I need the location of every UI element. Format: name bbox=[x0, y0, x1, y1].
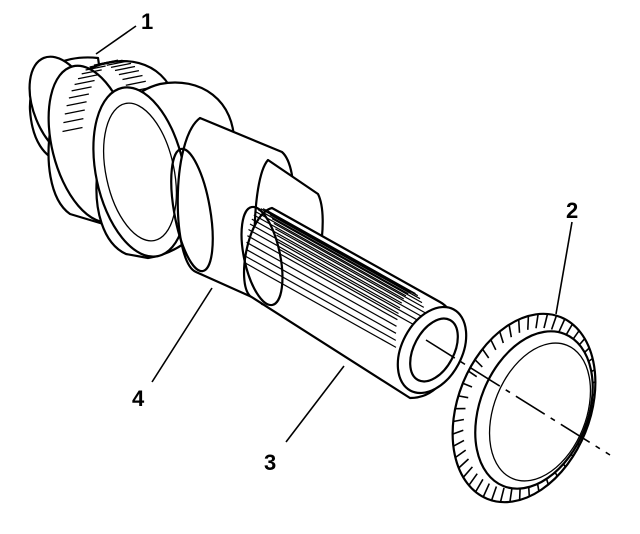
splined-section bbox=[240, 205, 468, 400]
tooth-line bbox=[106, 60, 127, 66]
callout-2: 2 bbox=[566, 198, 578, 223]
tooth-line bbox=[273, 222, 425, 308]
tooth-line bbox=[255, 211, 407, 297]
tooth-line bbox=[114, 65, 136, 72]
tooth-line bbox=[453, 418, 465, 423]
tooth-line bbox=[74, 79, 95, 86]
leader-2 bbox=[555, 221, 573, 315]
tooth-line bbox=[276, 234, 427, 320]
tooth-line bbox=[122, 74, 143, 81]
tooth-line bbox=[474, 478, 484, 493]
tooth-line bbox=[63, 117, 84, 124]
tooth-line bbox=[251, 218, 403, 304]
tooth-line bbox=[245, 255, 397, 341]
tooth-line bbox=[81, 69, 102, 75]
tooth-line bbox=[277, 241, 428, 327]
tooth-line bbox=[102, 59, 123, 65]
tooth-line bbox=[468, 473, 478, 486]
tooth-line bbox=[509, 487, 513, 503]
tooth-line bbox=[462, 466, 474, 478]
tooth-line bbox=[62, 126, 83, 133]
spline-teeth bbox=[245, 208, 429, 348]
tooth-line bbox=[258, 209, 409, 295]
tooth-line bbox=[462, 382, 473, 388]
tooth-line bbox=[277, 248, 429, 334]
leader-1 bbox=[95, 25, 137, 55]
tooth-line bbox=[247, 235, 398, 321]
tooth-line bbox=[267, 211, 419, 297]
tooth-line bbox=[269, 214, 421, 300]
tooth-line bbox=[68, 93, 90, 99]
tooth-line bbox=[66, 101, 87, 107]
tooth-line bbox=[550, 315, 558, 330]
tooth-line bbox=[481, 348, 490, 359]
tooth-line bbox=[77, 74, 99, 80]
tooth-line bbox=[482, 483, 491, 498]
tooth-line bbox=[253, 214, 405, 300]
tooth-line bbox=[452, 429, 464, 435]
tooth-line bbox=[275, 228, 426, 314]
callout-4: 4 bbox=[132, 386, 145, 411]
tooth-line bbox=[97, 59, 119, 65]
tooth-line bbox=[245, 262, 397, 348]
callout-1: 1 bbox=[141, 9, 153, 34]
tooth-line bbox=[249, 223, 401, 309]
tooth-line bbox=[535, 313, 539, 329]
tooth-line bbox=[110, 62, 132, 69]
leader-3 bbox=[285, 365, 345, 443]
tooth-line bbox=[458, 458, 470, 469]
tooth-line bbox=[517, 319, 521, 333]
tooth-line bbox=[246, 241, 397, 327]
tooth-line bbox=[64, 109, 85, 115]
tooth-line bbox=[498, 331, 505, 344]
gear-ring bbox=[451, 312, 597, 504]
tooth-line bbox=[71, 86, 92, 92]
leader-lines bbox=[95, 25, 573, 443]
tooth-line bbox=[260, 208, 411, 294]
tooth-line bbox=[490, 486, 498, 501]
tooth-line bbox=[490, 339, 497, 351]
tooth-line bbox=[265, 209, 416, 295]
tooth-line bbox=[474, 359, 483, 368]
tooth-line bbox=[454, 449, 467, 459]
leader-4 bbox=[151, 287, 213, 383]
callout-3: 3 bbox=[264, 450, 276, 475]
tooth-line bbox=[508, 324, 513, 338]
tooth-line bbox=[125, 80, 146, 86]
tooth-line bbox=[458, 395, 469, 399]
tooth-line bbox=[118, 69, 140, 76]
tooth-line bbox=[271, 218, 423, 304]
tooth-line bbox=[543, 313, 549, 329]
tooth-line bbox=[245, 248, 397, 334]
tooth-line bbox=[467, 370, 478, 378]
tooth-line bbox=[453, 439, 465, 447]
center-axis bbox=[425, 339, 611, 456]
tooth-line bbox=[248, 228, 399, 315]
tooth-line bbox=[85, 65, 106, 71]
tooth-line bbox=[527, 315, 530, 330]
tooth-line bbox=[499, 487, 505, 503]
tooth-line bbox=[557, 318, 566, 333]
